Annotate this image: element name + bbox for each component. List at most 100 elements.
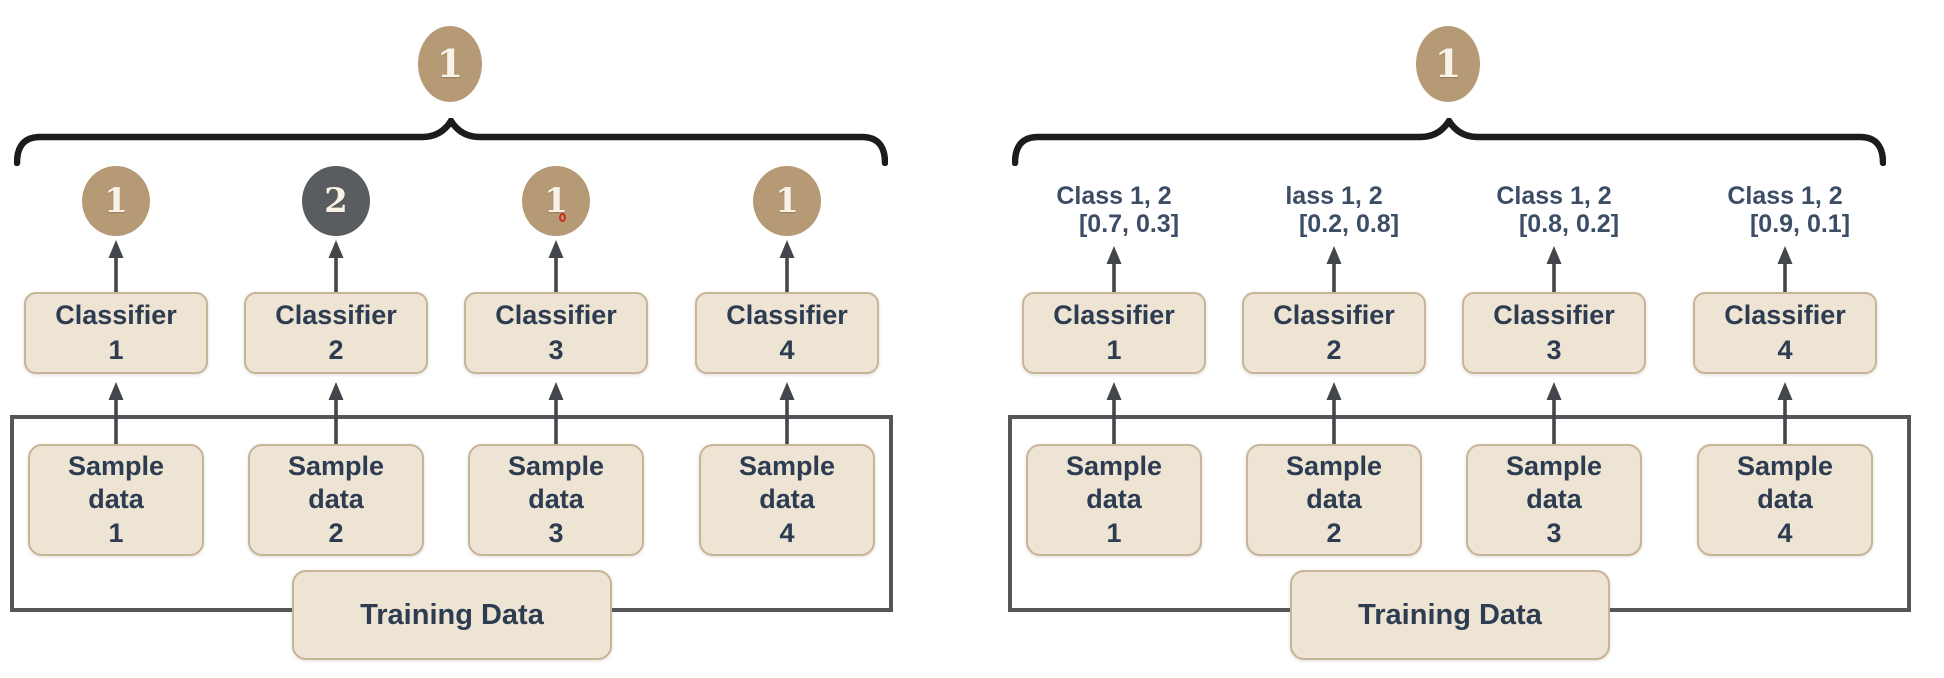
class-names: Class 1, 2 [1056,182,1172,210]
class-names: lass 1, 2 [1285,182,1383,210]
arrow-up-icon [1326,382,1342,446]
sample-label: data [759,484,815,515]
class-names: Class 1, 2 [1727,182,1843,210]
arrow-up-icon [1106,246,1122,294]
arrow-up-icon [108,382,124,446]
sample-number: 4 [1777,517,1793,548]
training-data-label: Training Data [360,598,544,631]
classifier-label: Classifier [55,300,177,331]
arrow-up-icon [779,240,795,294]
arrow-up-icon [1326,246,1342,294]
sample-label: data [1086,484,1142,515]
classifier-box-1: Classifier 1 [24,292,208,374]
vote-value: 1 [104,181,128,221]
arrow-up-icon [328,240,344,294]
final-prediction-circle: 1 [418,26,482,102]
aggregation-brace-icon [14,118,888,166]
sample-data-box-3: Sample data 3 [468,444,644,556]
pipeline-column: 1 Classifier 3 Sample data 3 [464,0,648,678]
sample-data-box-2: Sample data 2 [1246,444,1422,556]
aggregation-brace-icon [1012,118,1886,166]
classifier-number: 3 [548,335,564,365]
sample-label: data [88,484,144,515]
hard-voting-diagram: 1 1 Classifier 1 Sample data 1 2 Classif… [10,0,895,678]
sample-label: Sample [1285,450,1383,481]
classifier-box-2: Classifier 2 [244,292,428,374]
classifier-label: Classifier [495,300,617,331]
classifier-number: 4 [1777,335,1793,365]
classifier-box-3: Classifier 3 [464,292,648,374]
sample-data-box-4: Sample data 4 [699,444,875,556]
arrow-up-icon [779,382,795,446]
pipeline-column: Class 1, 2 [0.8, 0.2] Classifier 3 Sampl… [1462,0,1646,678]
sample-number: 4 [779,517,795,548]
soft-voting-diagram: 1 Class 1, 2 [0.7, 0.3] Classifier 1 Sam… [1008,0,1913,678]
arrow-up-icon [1546,382,1562,446]
classifier-box-1: Classifier 1 [1022,292,1206,374]
classifier-label: Classifier [1053,300,1175,331]
pipeline-column: Class 1, 2 [0.9, 0.1] Classifier 4 Sampl… [1693,0,1877,678]
class-probabilities: [0.2, 0.8] [1298,210,1400,238]
final-prediction-value: 1 [436,41,464,86]
sample-data-box-1: Sample data 1 [1026,444,1202,556]
sample-data-box-2: Sample data 2 [248,444,424,556]
class-probability-label-2: lass 1, 2 [0.2, 0.8] [1232,182,1436,238]
sample-label: data [528,484,584,515]
classifier-label: Classifier [1724,300,1846,331]
sample-number: 3 [1546,517,1562,548]
classifier-box-2: Classifier 2 [1242,292,1426,374]
pipeline-column: 1 Classifier 4 Sample data 4 [695,0,879,678]
class-probability-label-3: Class 1, 2 [0.8, 0.2] [1452,182,1656,238]
arrow-up-icon [328,382,344,446]
training-data-label: Training Data [1358,598,1542,631]
sample-data-box-3: Sample data 3 [1466,444,1642,556]
sample-label: data [1526,484,1582,515]
sample-number: 2 [328,517,344,548]
sample-label: Sample [507,450,605,481]
training-data-box: Training Data [1290,570,1610,660]
class-probability-label-1: Class 1, 2 [0.7, 0.3] [1012,182,1216,238]
class-names: Class 1, 2 [1496,182,1612,210]
classifier-number: 2 [328,335,344,365]
final-prediction-circle: 1 [1416,26,1480,102]
sample-data-box-1: Sample data 1 [28,444,204,556]
sample-label: data [1757,484,1813,515]
arrow-up-icon [1106,382,1122,446]
vote-value: 1 [544,181,568,221]
arrow-up-icon [1777,382,1793,446]
pipeline-column: lass 1, 2 [0.2, 0.8] Classifier 2 Sample… [1242,0,1426,678]
pipeline-column: 2 Classifier 2 Sample data 2 [244,0,428,678]
sample-label: data [1306,484,1362,515]
vote-circle-2: 2 [302,166,370,236]
arrow-up-icon [1546,246,1562,294]
class-probabilities: [0.8, 0.2] [1518,210,1620,238]
sample-label: Sample [67,450,165,481]
vote-circle-3: 1 [522,166,590,236]
sample-label: Sample [1505,450,1603,481]
classifier-number: 4 [779,335,795,365]
sample-label: Sample [1736,450,1834,481]
classifier-box-4: Classifier 4 [695,292,879,374]
sample-number: 1 [108,517,124,548]
vote-circle-1: 1 [82,166,150,236]
sample-number: 2 [1326,517,1342,548]
pipeline-column: Class 1, 2 [0.7, 0.3] Classifier 1 Sampl… [1022,0,1206,678]
classifier-box-3: Classifier 3 [1462,292,1646,374]
arrow-up-icon [548,382,564,446]
sample-number: 1 [1106,517,1122,548]
vote-value: 1 [775,181,799,221]
sample-number: 3 [548,517,564,548]
red-cursor-dot [559,213,566,222]
classifier-number: 2 [1326,335,1342,365]
training-data-box: Training Data [292,570,612,660]
classifier-label: Classifier [275,300,397,331]
classifier-label: Classifier [1493,300,1615,331]
classifier-label: Classifier [1273,300,1395,331]
sample-label: Sample [287,450,385,481]
final-prediction-value: 1 [1434,41,1462,86]
classifier-number: 1 [1106,335,1122,365]
classifier-number: 1 [108,335,124,365]
sample-label: data [308,484,364,515]
sample-data-box-4: Sample data 4 [1697,444,1873,556]
pipeline-column: 1 Classifier 1 Sample data 1 [24,0,208,678]
